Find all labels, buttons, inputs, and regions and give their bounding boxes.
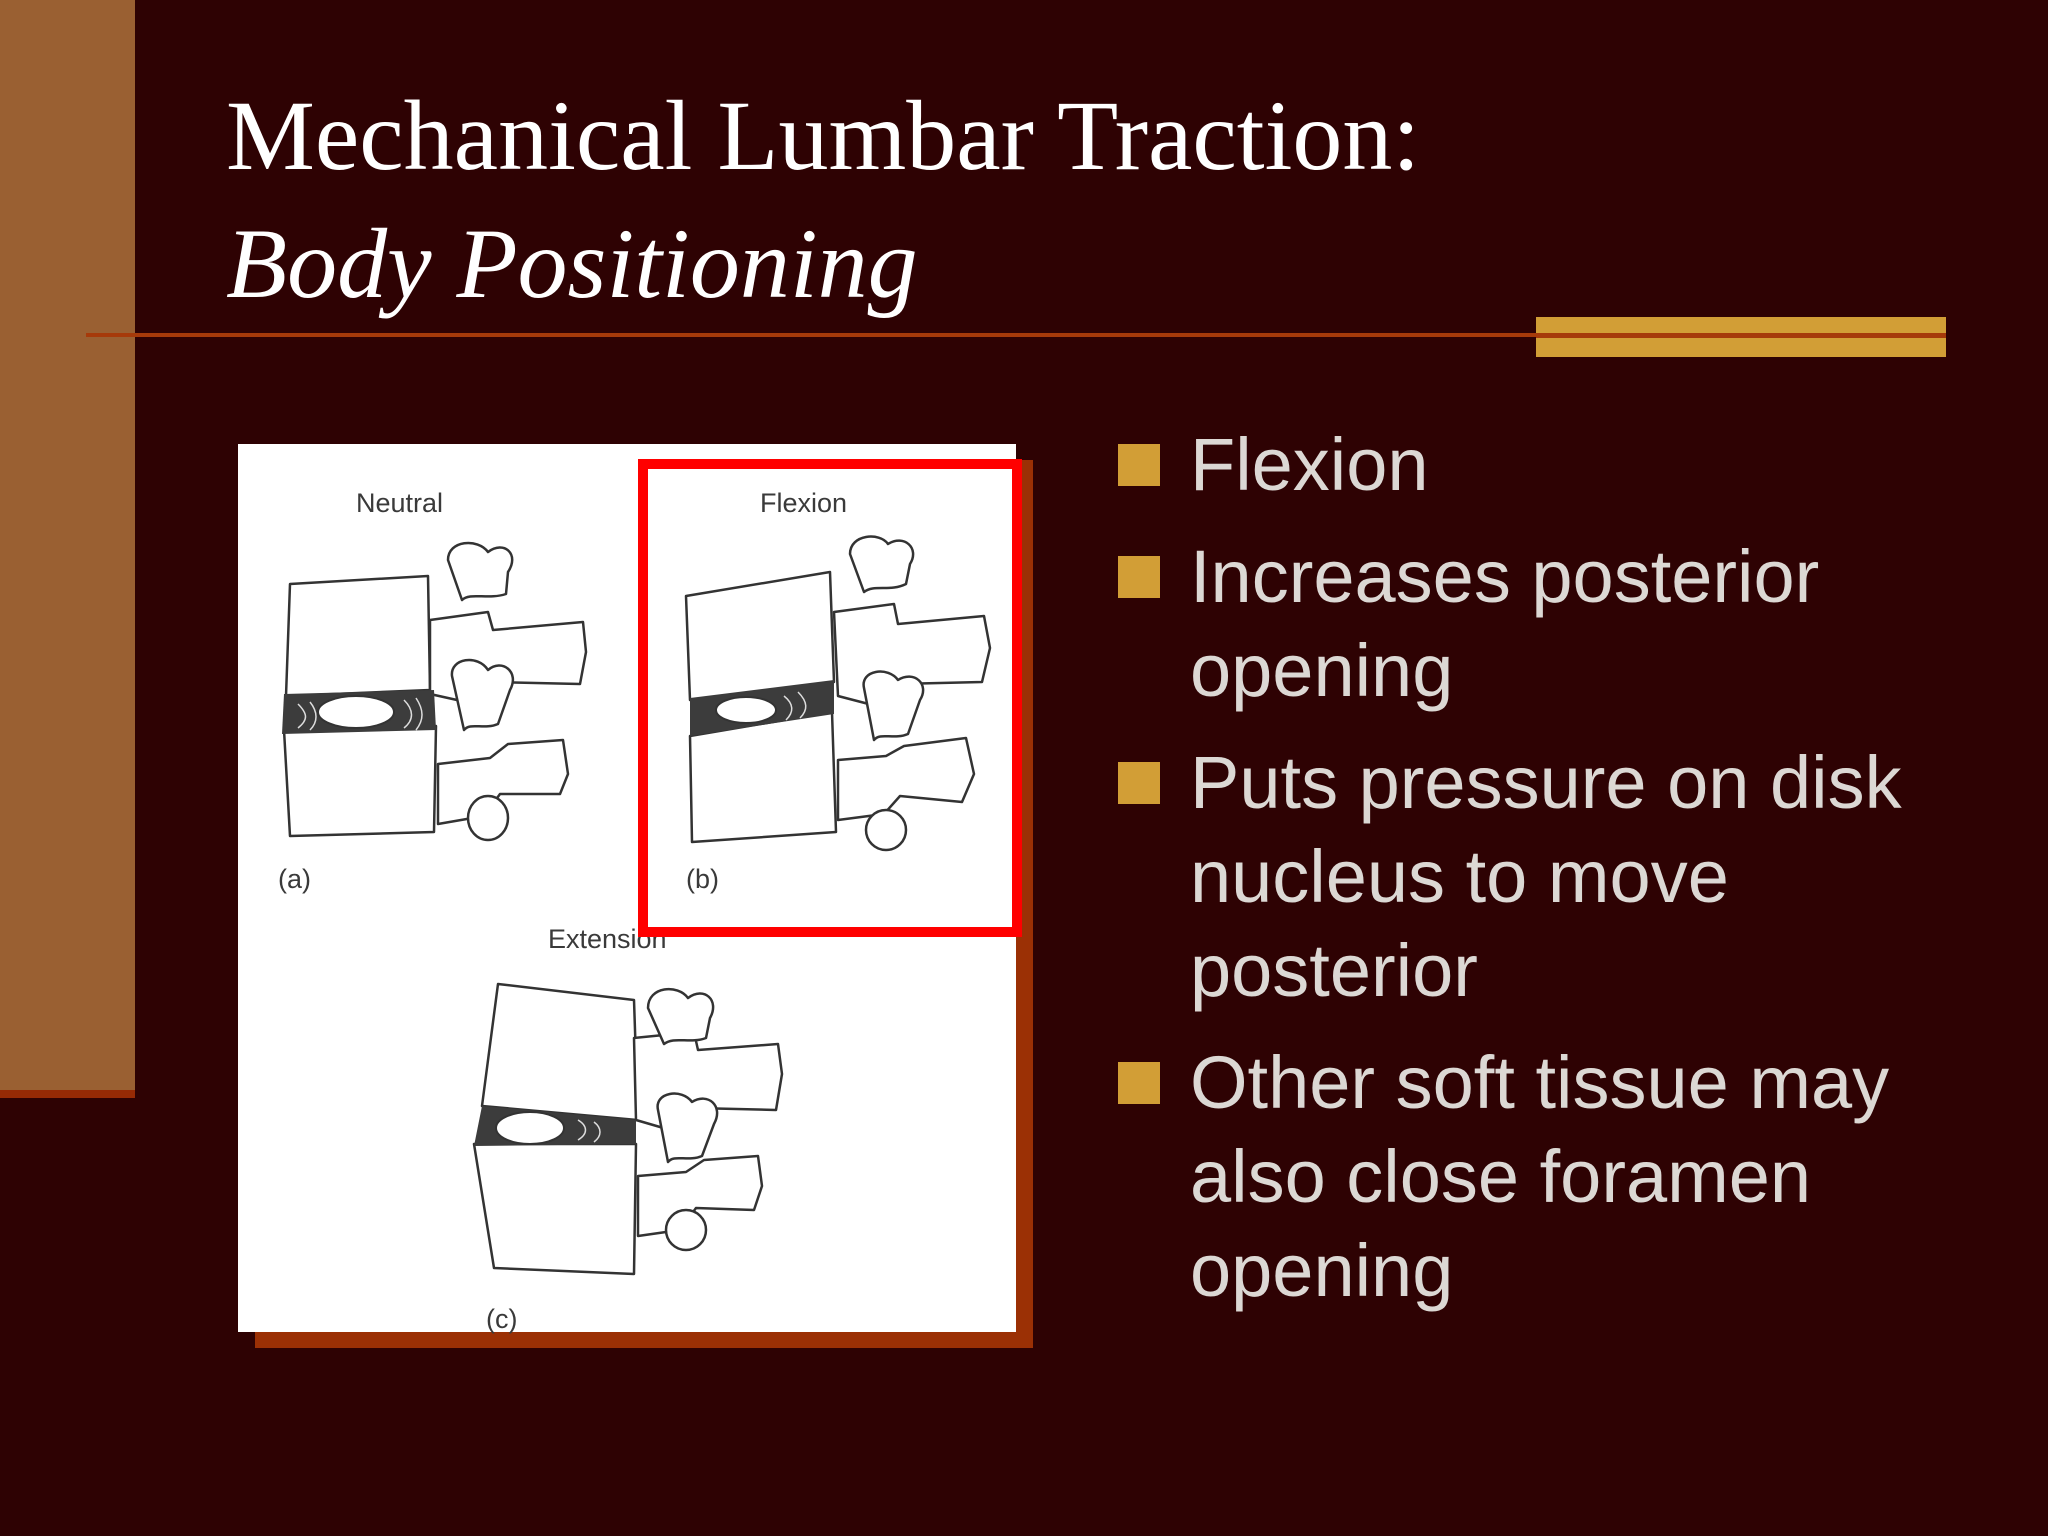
extension-vertebrae-illustration bbox=[472, 982, 784, 1276]
caption-c: (c) bbox=[486, 1304, 518, 1334]
square-bullet-icon bbox=[1118, 556, 1160, 598]
title-line-2: Body Positioning bbox=[226, 208, 918, 319]
bullet-text: Puts pressure on disk nucleus to move po… bbox=[1190, 741, 1902, 1012]
bullet-item: Increases posterior opening bbox=[1118, 530, 2018, 718]
title-line-1: Mechanical Lumbar Traction: bbox=[226, 80, 1421, 191]
neutral-vertebrae-illustration bbox=[282, 541, 588, 842]
caption-b: (b) bbox=[686, 864, 719, 894]
bullet-text: Flexion bbox=[1190, 423, 1429, 506]
left-decorative-bar bbox=[0, 0, 135, 1098]
disc-extension bbox=[474, 1106, 636, 1146]
disc-neutral bbox=[282, 690, 436, 734]
bullet-item: Other soft tissue may also close foramen… bbox=[1118, 1036, 2018, 1318]
gold-accent-bar bbox=[1536, 317, 1946, 357]
title-divider bbox=[86, 333, 1946, 337]
caption-a: (a) bbox=[278, 864, 311, 894]
flexion-highlight-box bbox=[638, 459, 1022, 937]
disc-flexion bbox=[690, 680, 834, 736]
bullet-text: Other soft tissue may also close foramen… bbox=[1190, 1041, 1890, 1312]
vertebrae-illustration bbox=[282, 535, 992, 1276]
label-neutral: Neutral bbox=[356, 488, 444, 518]
square-bullet-icon bbox=[1118, 762, 1160, 804]
bullet-item: Flexion bbox=[1118, 418, 2018, 512]
bullet-text: Increases posterior opening bbox=[1190, 535, 1820, 712]
flexion-vertebrae-illustration bbox=[684, 535, 992, 852]
square-bullet-icon bbox=[1118, 1062, 1160, 1104]
label-flexion: Flexion bbox=[760, 488, 848, 518]
bullet-item: Puts pressure on disk nucleus to move po… bbox=[1118, 736, 2018, 1018]
square-bullet-icon bbox=[1118, 444, 1160, 486]
spine-figure: Neutral Flexion Extension (a) (b) (c) bbox=[238, 444, 1022, 1334]
slide-title: Mechanical Lumbar Traction: Body Positio… bbox=[226, 72, 1420, 328]
bullet-list: Flexion Increases posterior opening Puts… bbox=[1118, 418, 2018, 1336]
